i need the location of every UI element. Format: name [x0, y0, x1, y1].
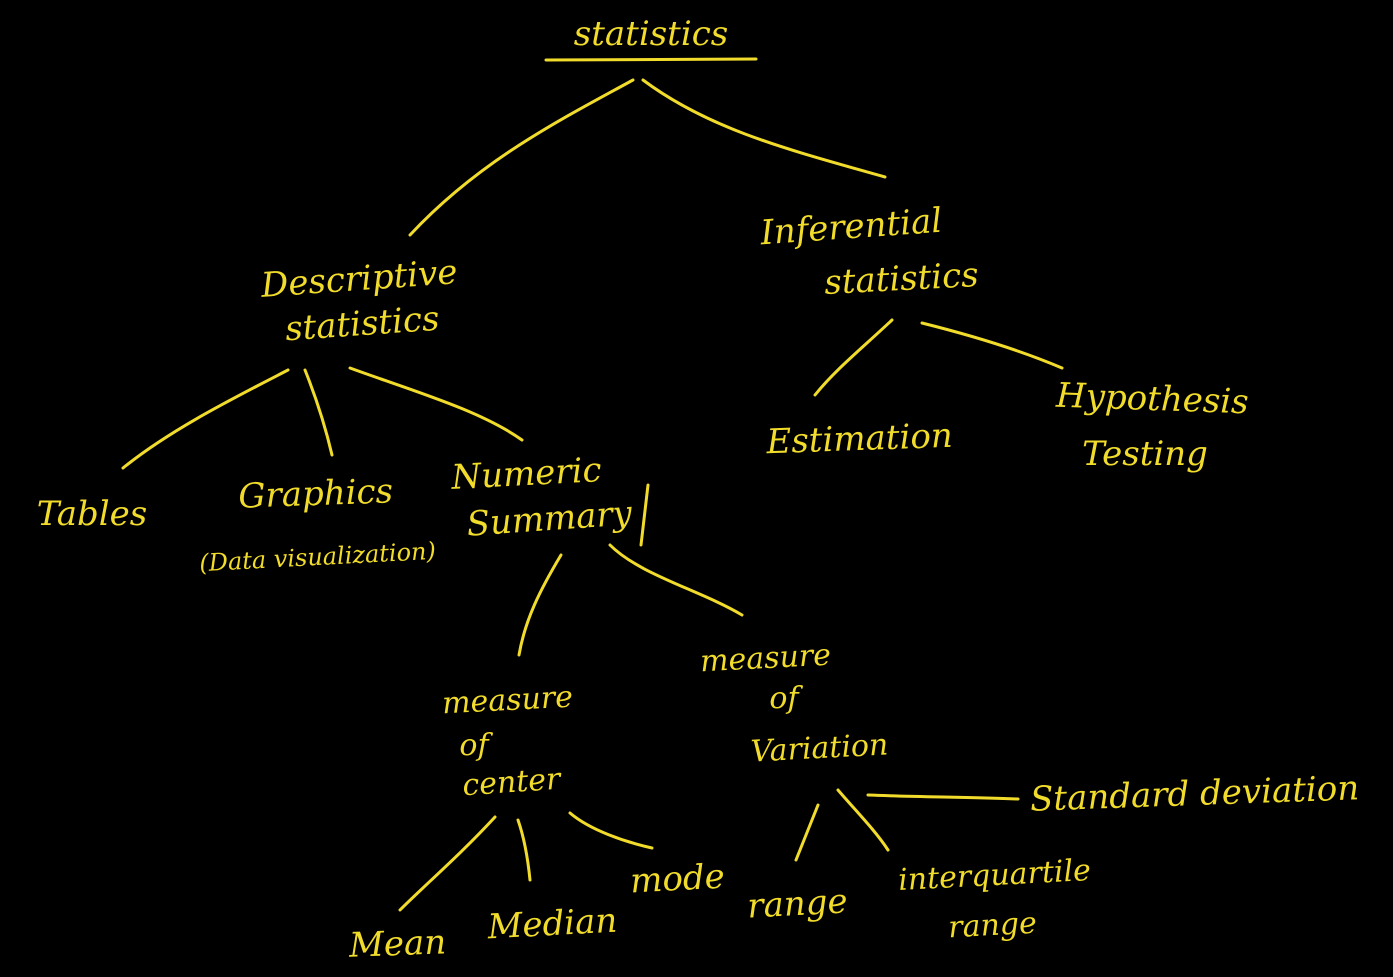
node-numeric-line1: Numeric [449, 450, 602, 498]
node-variation-line1: measure [699, 638, 832, 680]
edge-numeric-center [517, 553, 563, 657]
edge-descriptive-numeric [348, 366, 524, 442]
node-mean: Mean [347, 922, 446, 965]
edge-variation-range [794, 803, 820, 862]
node-graphics: Graphics [238, 471, 394, 516]
node-mode: mode [629, 857, 726, 902]
edge-center-mode [568, 811, 654, 850]
summary-bracket [639, 483, 650, 547]
edge-statistics-descriptive [408, 78, 635, 237]
edge-variation-sd [866, 793, 1020, 801]
edge-variation-iqr [836, 788, 890, 852]
node-center-line3: center [461, 762, 563, 804]
edge-center-mean [398, 815, 497, 912]
node-data-visualization: (Data visualization) [199, 537, 437, 577]
node-iqr-line1: interquartile [897, 853, 1091, 898]
node-hypothesis-line2: Testing [1082, 434, 1208, 474]
node-statistics: statistics [574, 14, 728, 54]
node-hypothesis-line1: Hypothesis [1054, 376, 1249, 423]
node-descriptive-line2: statistics [284, 299, 441, 350]
node-variation-line2: of [769, 681, 803, 716]
node-median: Median [486, 901, 619, 948]
node-inferential-line1: Inferential [758, 201, 943, 254]
title-underline [544, 57, 758, 62]
edge-descriptive-graphics [303, 368, 334, 457]
edge-center-median [516, 818, 532, 882]
node-center-line1: measure [441, 680, 574, 722]
labels: statistics Descriptive statistics Infere… [37, 14, 1360, 966]
node-numeric-line2: Summary [465, 493, 634, 544]
edge-numeric-variation [608, 543, 744, 617]
node-center-line2: of [459, 728, 493, 763]
node-standard-deviation: Standard deviation [1029, 768, 1359, 819]
node-tables: Tables [37, 494, 148, 534]
node-estimation: Estimation [765, 416, 954, 463]
node-variation-line3: Variation [750, 727, 889, 769]
connectors [121, 57, 1064, 912]
edge-inferential-hypothesis [920, 321, 1064, 370]
node-range: range [746, 881, 848, 926]
edge-descriptive-tables [121, 368, 290, 470]
node-inferential-line2: statistics [823, 255, 979, 303]
node-descriptive-line1: Descriptive [259, 252, 459, 306]
node-iqr-line2: range [947, 906, 1037, 946]
edge-statistics-inferential [641, 78, 887, 179]
edge-inferential-estimation [813, 318, 894, 397]
